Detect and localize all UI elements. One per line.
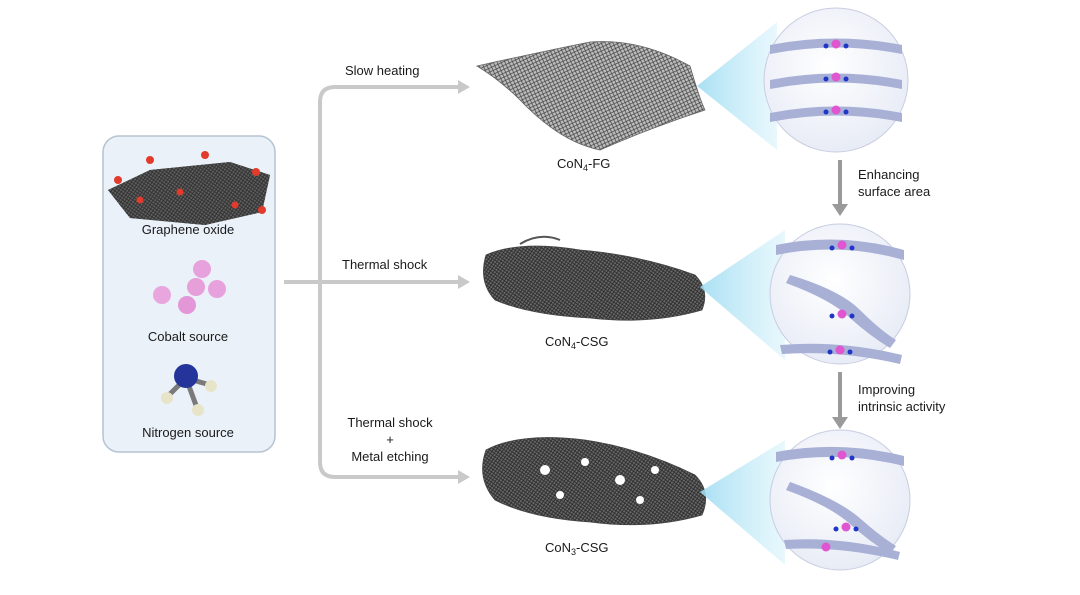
label-con4-fg: CoN4-FG bbox=[557, 156, 611, 173]
label-con3-csg: CoN3-CSG bbox=[545, 540, 609, 557]
label-enhancing: Enhancing bbox=[858, 167, 920, 182]
label-thermal-shock-etch: Thermal shock bbox=[347, 415, 433, 430]
step-arrow-1-head bbox=[832, 204, 848, 216]
label-thermal-shock: Thermal shock bbox=[342, 257, 428, 272]
label-graphene-oxide: Graphene oxide bbox=[141, 222, 235, 237]
flat-graphene-sheet bbox=[475, 41, 706, 151]
crumpled-graphene-4 bbox=[483, 235, 706, 321]
label-improving: Improving bbox=[858, 382, 916, 397]
label-cobalt-source: Cobalt source bbox=[147, 329, 229, 344]
zoom-sphere-fg bbox=[763, 7, 909, 153]
arrow-head-thermal-shock bbox=[458, 275, 470, 289]
graphene-oxide-icon bbox=[108, 151, 270, 225]
zoom-cone-1 bbox=[697, 22, 777, 150]
cobalt-source-icon bbox=[153, 260, 226, 314]
zoom-cone-2 bbox=[700, 230, 785, 360]
label-con4-csg: CoN4-CSG bbox=[545, 334, 609, 351]
route-arrows bbox=[284, 85, 460, 479]
zoom-sphere-csg4 bbox=[769, 223, 911, 365]
label-intrinsic-activity: intrinsic activity bbox=[858, 399, 946, 414]
label-nitrogen-source: Nitrogen source bbox=[142, 425, 234, 440]
step-arrow-2-head bbox=[832, 417, 848, 429]
label-plus: + bbox=[386, 432, 394, 447]
zoom-sphere-csg3 bbox=[769, 429, 911, 571]
label-slow-heating: Slow heating bbox=[345, 63, 420, 78]
label-metal-etching: Metal etching bbox=[351, 449, 429, 464]
nitrogen-source-icon bbox=[161, 364, 217, 416]
arrow-head-metal-etching bbox=[458, 470, 470, 484]
zoom-cone-3 bbox=[700, 440, 785, 565]
arrow-head-slow-heating bbox=[458, 80, 470, 94]
crumpled-graphene-3 bbox=[482, 437, 707, 526]
label-surface-area: surface area bbox=[858, 184, 931, 199]
